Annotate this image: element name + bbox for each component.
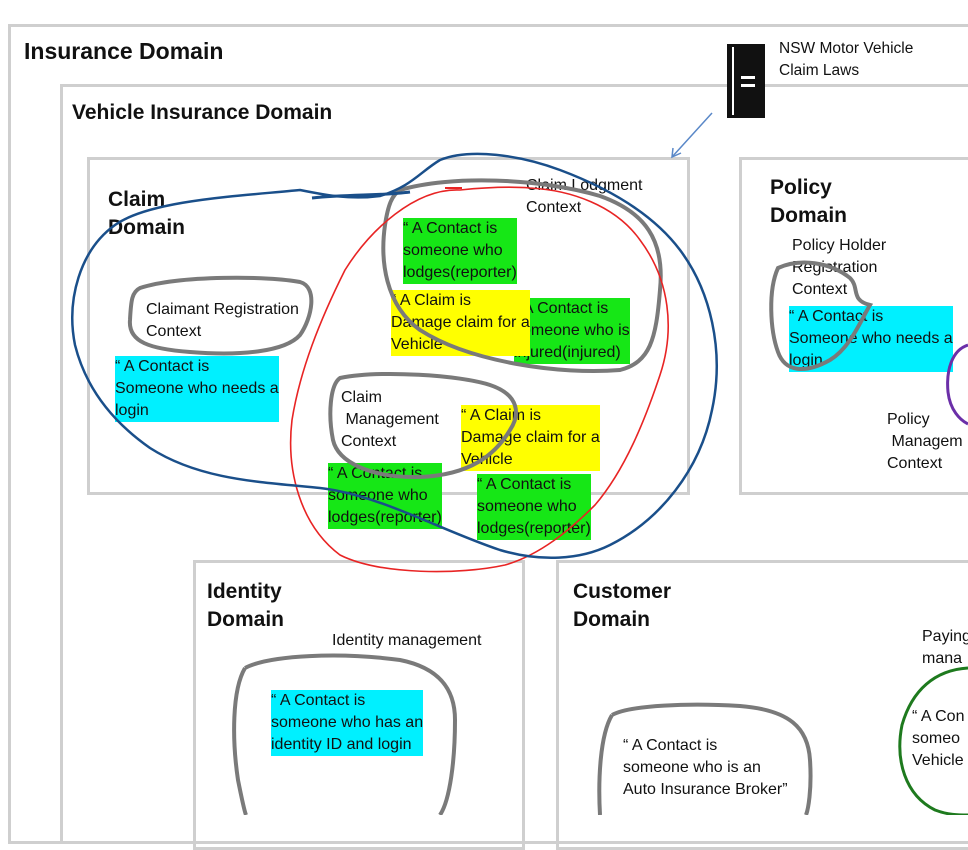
customer-domain-title: Customer Domain [573, 580, 672, 631]
management-claim-note: “ A Claim is Damage claim for a Vehicle [461, 405, 600, 471]
policy-contact-note: “ A Contact is Someone who needs a login [789, 306, 953, 372]
lodgment-contact-injured-note: “ A Contact is someone who is injured(in… [514, 298, 630, 364]
lodgment-contact-reporter-note: “ A Contact is someone who lodges(report… [403, 218, 517, 284]
insurance-domain-title: Insurance Domain [24, 38, 224, 64]
identity-domain-title: Identity Domain [207, 580, 285, 631]
policy-domain-box [739, 157, 968, 495]
claim-domain-title: Claim Domain [108, 188, 186, 239]
law-label: NSW Motor Vehicle Claim Laws [779, 40, 914, 79]
document-icon [727, 44, 767, 118]
paying-management-context-label: Paying mana [922, 628, 968, 667]
policy-holder-registration-context-label: Policy Holder Registration Context [792, 237, 887, 298]
claimant-registration-context-label: Claimant Registration Context [146, 301, 299, 340]
policy-management-context-label: Policy Managem Context [887, 411, 963, 472]
management-contact-left-note: “ A Contact is someone who lodges(report… [328, 463, 442, 529]
claim-management-context-label: Claim Management Context [341, 389, 439, 450]
identity-contact-note: “ A Contact is someone who has an identi… [271, 690, 424, 756]
identity-management-context-label: Identity management [332, 632, 482, 649]
paying-contact-note: “ A Con someo Vehicle [912, 708, 965, 769]
claim-lodgment-context-label: Claim Lodgment Context [526, 177, 643, 216]
claimant-contact-note: “ A Contact is Someone who needs a login [115, 356, 279, 422]
management-contact-right-note: “ A Contact is someone who lodges(report… [477, 474, 591, 540]
vehicle-insurance-domain-title: Vehicle Insurance Domain [72, 101, 333, 124]
policy-domain-title: Policy Domain [770, 176, 848, 227]
lodgment-claim-note: “ A Claim is Damage claim for a Vehicle [391, 290, 530, 356]
customer-contact-note: “ A Contact is someone who is an Auto In… [623, 737, 788, 798]
